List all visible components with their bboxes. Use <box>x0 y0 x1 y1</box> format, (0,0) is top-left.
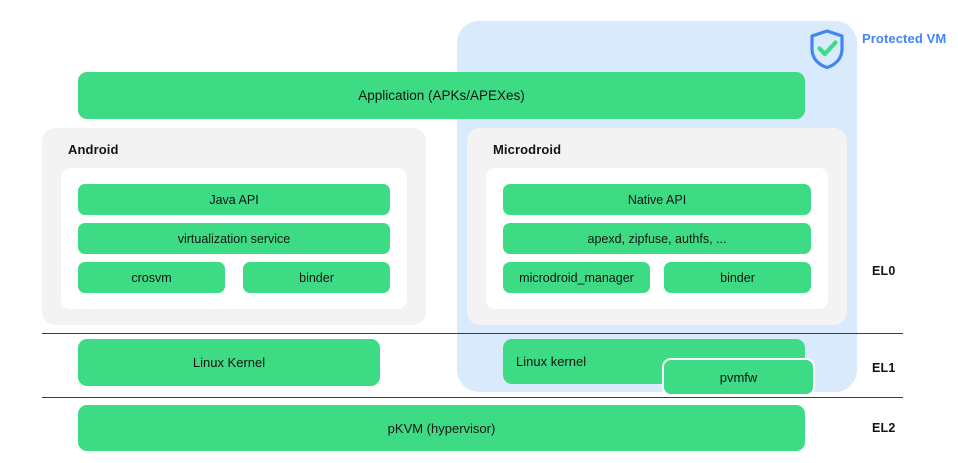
microdroid-module-native-api: Native API <box>503 184 811 215</box>
android-module-virtualization-service: virtualization service <box>78 223 390 254</box>
microdroid-module-microdroid-manager: microdroid_manager <box>503 262 650 293</box>
android-panel-title: Android <box>68 142 119 157</box>
protected-vm-legend-label: Protected VM <box>862 31 947 46</box>
exception-level-label-el1: EL1 <box>872 361 896 375</box>
divider-el1-el2 <box>42 397 903 398</box>
exception-level-label-el0: EL0 <box>872 264 896 278</box>
application-bar: Application (APKs/APEXes) <box>78 72 805 119</box>
android-module-java-api: Java API <box>78 184 390 215</box>
divider-el0-el1 <box>42 333 903 334</box>
microdroid-panel-title: Microdroid <box>493 142 562 157</box>
shield-check-icon <box>805 27 849 71</box>
exception-level-label-el2: EL2 <box>872 421 896 435</box>
hypervisor-box: pKVM (hypervisor) <box>78 405 805 451</box>
android-module-crosvm: crosvm <box>78 262 225 293</box>
android-inner-panel: Java API virtualization service crosvm b… <box>61 168 407 309</box>
android-module-binder: binder <box>243 262 390 293</box>
android-linux-kernel-box: Linux Kernel <box>78 339 380 386</box>
microdroid-panel: Microdroid Native API apexd, zipfuse, au… <box>467 128 847 325</box>
microdroid-module-binder: binder <box>664 262 811 293</box>
android-panel: Android Java API virtualization service … <box>42 128 426 325</box>
microdroid-module-daemons: apexd, zipfuse, authfs, ... <box>503 223 811 254</box>
microdroid-inner-panel: Native API apexd, zipfuse, authfs, ... m… <box>486 168 828 309</box>
pvmfw-box: pvmfw <box>662 358 815 396</box>
